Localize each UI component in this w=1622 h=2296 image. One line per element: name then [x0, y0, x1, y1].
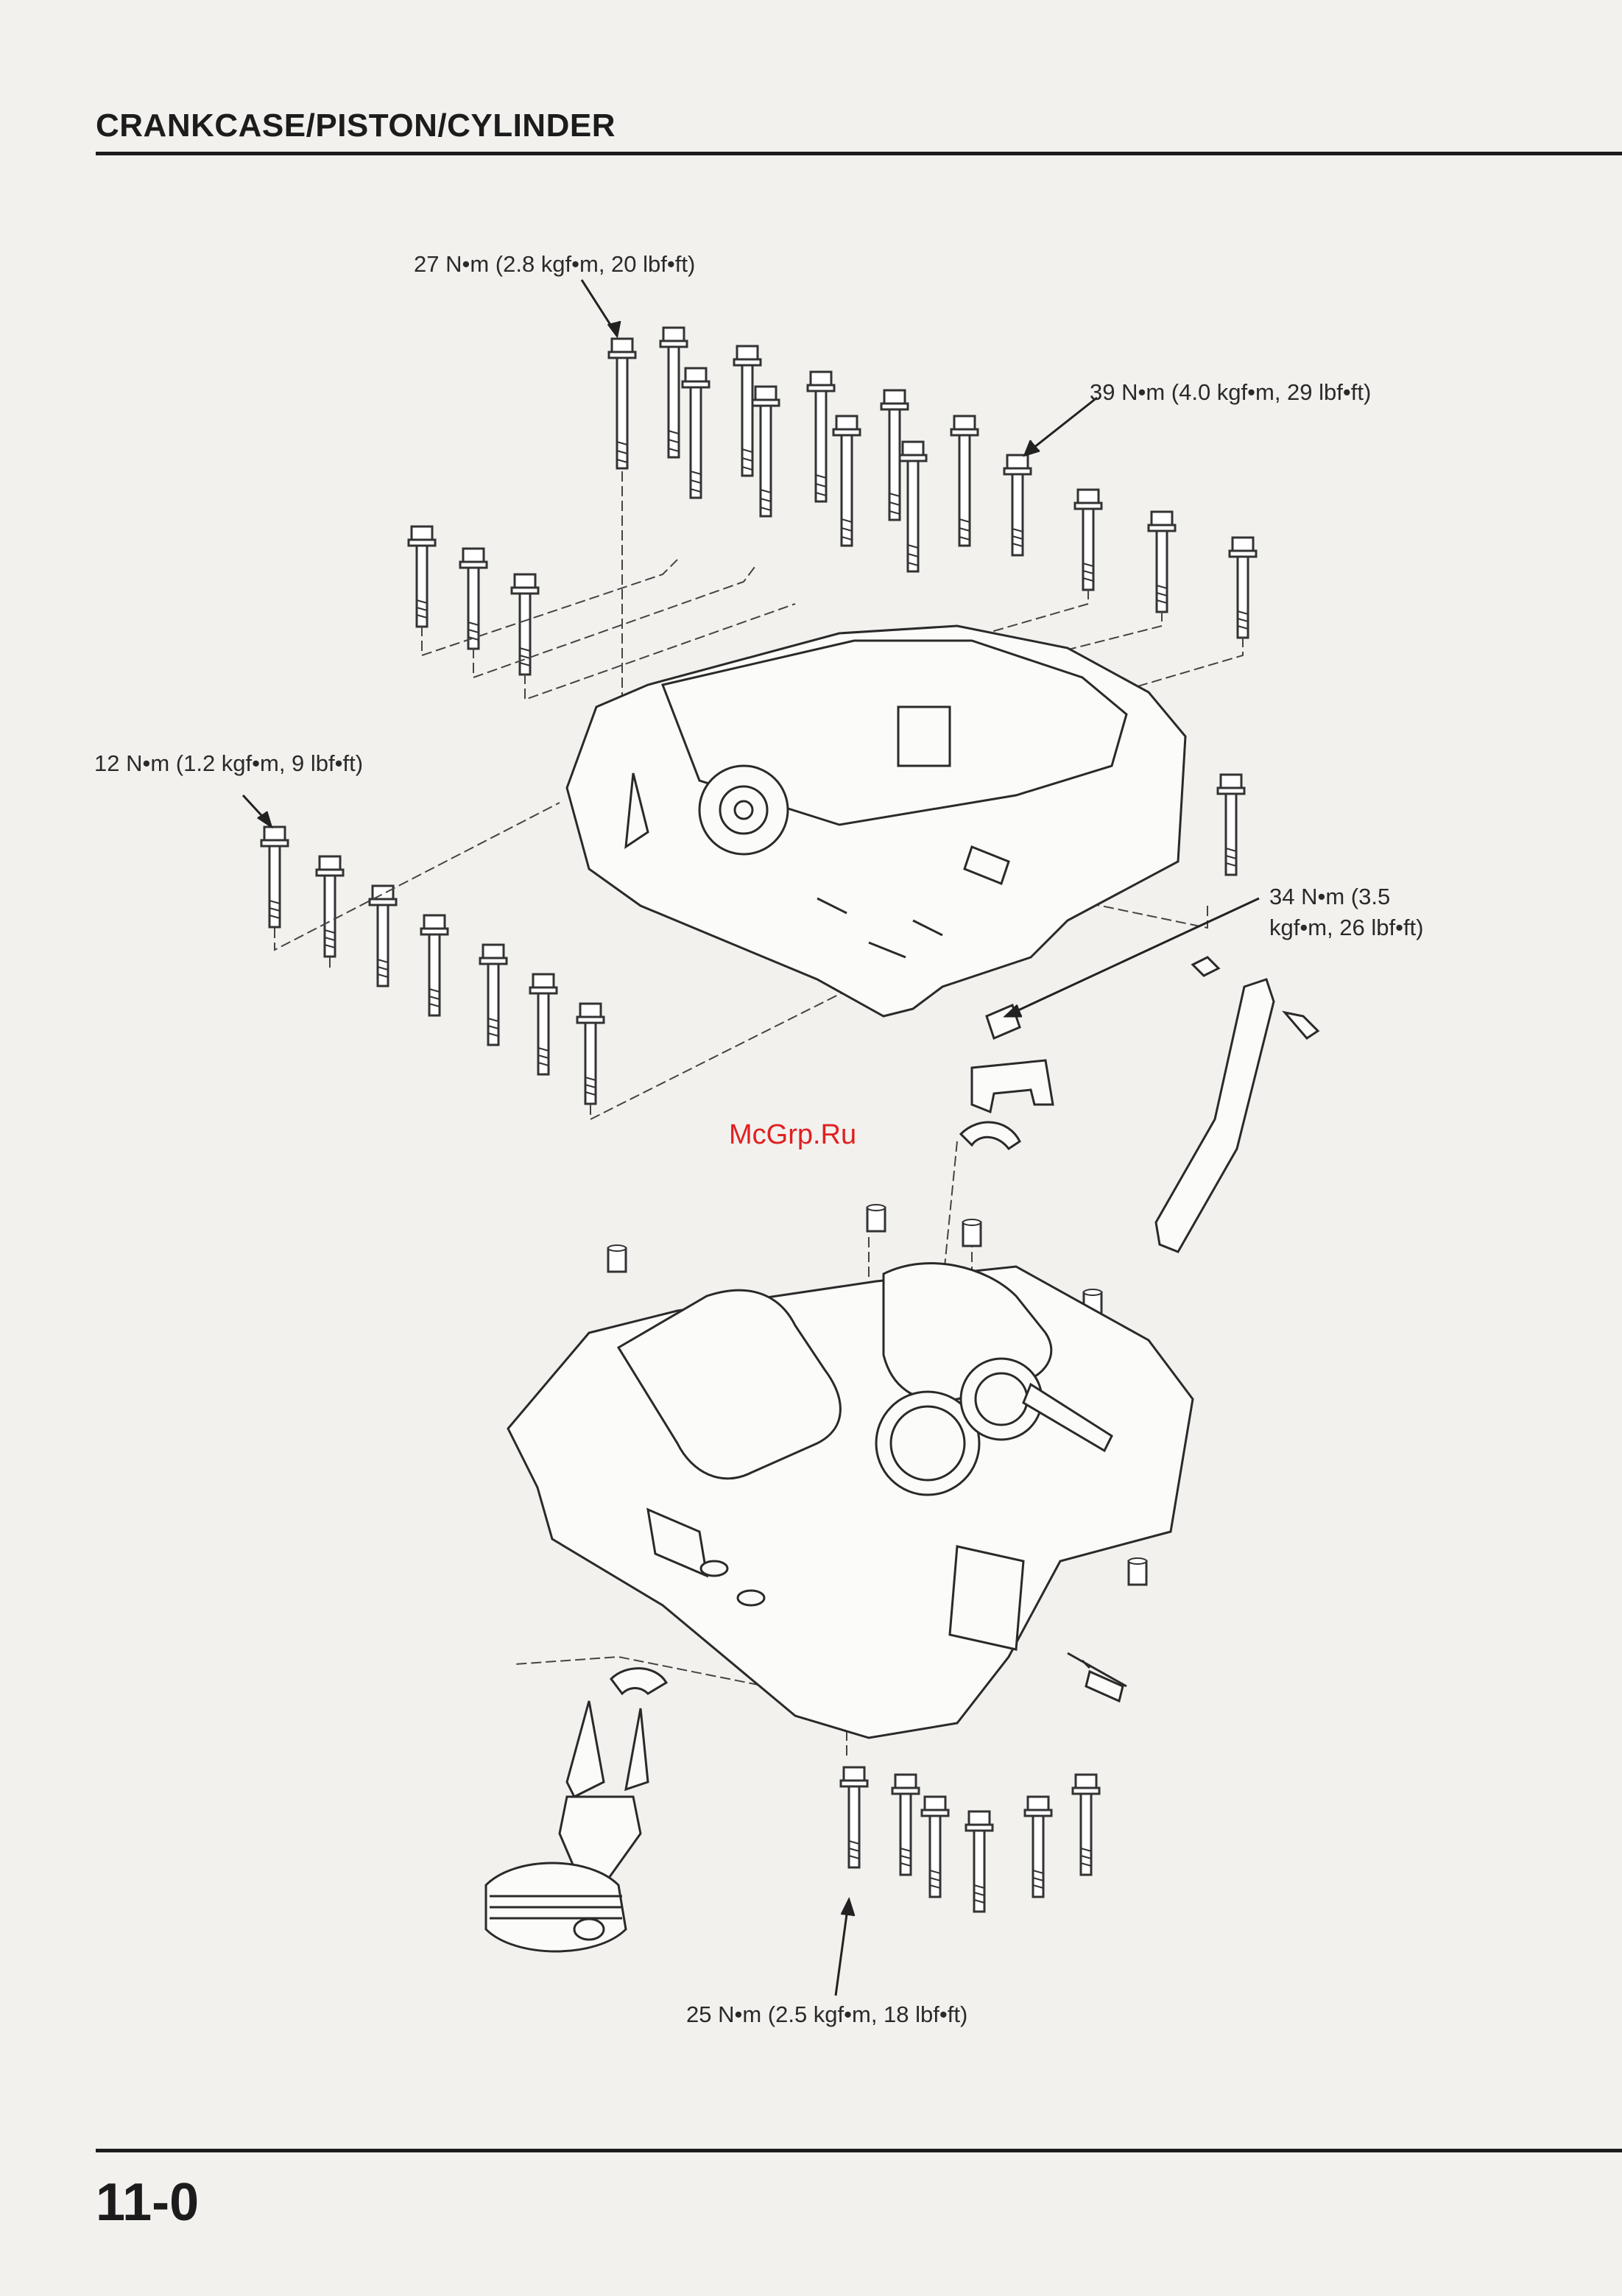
torque-label-34: 34 N•m (3.5 kgf•m, 26 lbf•ft) [1269, 881, 1424, 943]
page-number: 11-0 [96, 2172, 199, 2233]
bearing-caps [961, 957, 1318, 1252]
lower-crankcase [508, 1264, 1193, 1738]
torque-label-12: 12 N•m (1.2 kgf•m, 9 lbf•ft) [94, 748, 363, 779]
lower-bolts [841, 1767, 1099, 1912]
torque-label-25: 25 N•m (2.5 kgf•m, 18 lbf•ft) [686, 1999, 967, 2030]
footer-rule [96, 2149, 1622, 2152]
torque-label-39: 39 N•m (4.0 kgf•m, 29 lbf•ft) [1090, 377, 1371, 408]
watermark: McGrp.Ru [729, 1119, 856, 1151]
connecting-rod-piston [486, 1669, 666, 1951]
upper-crankcase [567, 626, 1185, 1016]
long-bolts-upper [609, 328, 1031, 571]
torque-label-27: 27 N•m (2.8 kgf•m, 20 lbf•ft) [414, 249, 695, 280]
